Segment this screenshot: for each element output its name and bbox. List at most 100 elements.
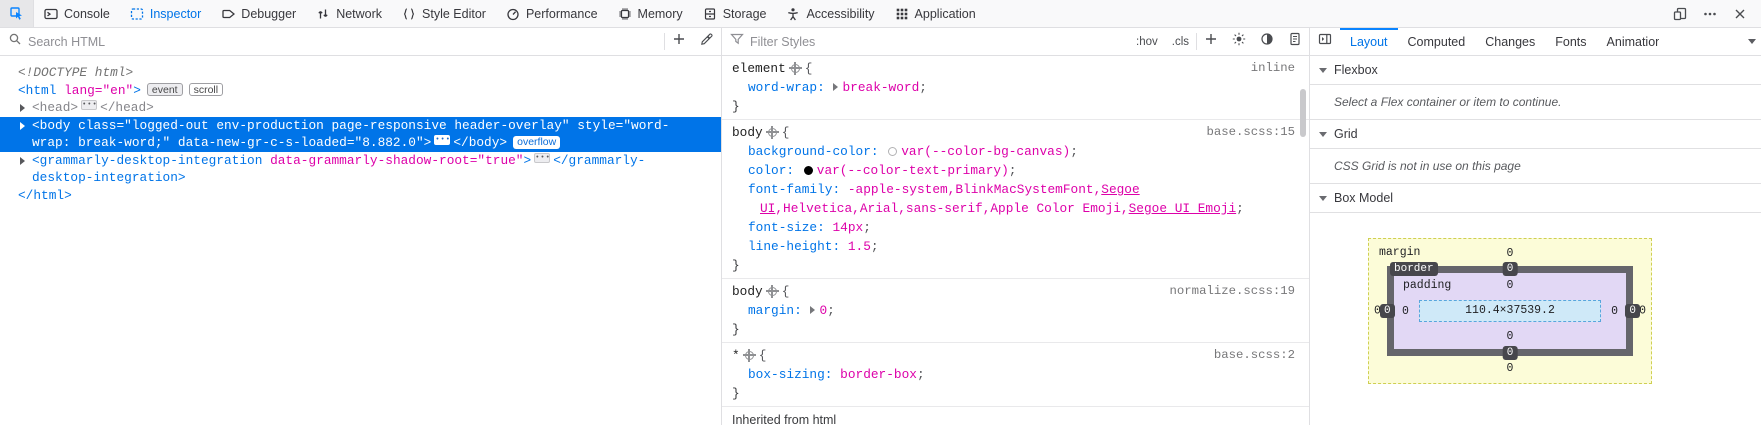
sidebar-tab-fonts[interactable]: Fonts [1555,34,1587,49]
tab-style-editor[interactable]: Style Editor [392,0,496,27]
tab-application[interactable]: Application [885,0,986,27]
box-model-border-layer[interactable]: border 0 0 0 0 padding 0 0 110.4×37539.2… [1380,262,1640,360]
flexbox-section-title: Flexbox [1334,63,1378,77]
sidebar-tab-computed[interactable]: Computed [1407,34,1466,49]
expand-twisty-icon[interactable] [20,156,25,165]
responsive-design-button[interactable] [1667,2,1693,26]
markup-node[interactable]: </html> [0,187,721,205]
markup-node[interactable]: <grammarly-desktop-integration data-gram… [0,152,721,187]
property-value: 1.5 [847,239,871,254]
collapsed-children-ellipsis[interactable]: ••• [434,135,451,145]
margin-bottom-value[interactable]: 0 [1506,362,1514,375]
rule-source-link[interactable]: normalize.scss:19 [1169,284,1295,298]
eyedropper-button[interactable] [693,28,721,55]
rule-selector[interactable]: * [732,348,740,363]
tab-console[interactable]: Console [34,0,120,27]
tab-network[interactable]: Network [306,0,392,27]
selector-highlighter-icon[interactable] [765,126,779,139]
class-toggle[interactable]: .cls [1171,35,1189,48]
badge-overflow[interactable]: overflow [513,136,561,149]
box-model-content[interactable]: 110.4×37539.2 [1418,300,1602,322]
css-declaration[interactable]: box-sizing: border-box; [722,365,1309,384]
tab-accessibility[interactable]: Accessibility [776,0,884,27]
css-declaration[interactable]: margin: 0; [722,301,1309,320]
print-simulation-button[interactable] [1281,28,1309,55]
color-swatch[interactable] [888,147,898,156]
filter-styles-input[interactable] [750,34,1129,49]
rules-scrollbar[interactable] [1300,89,1306,137]
sidebar-tab-layout[interactable]: Layout [1340,28,1398,55]
sidebar-tab-animations[interactable]: Animations [1606,34,1659,49]
element-picker-icon [9,6,24,21]
box-model-section-header[interactable]: Box Model [1310,184,1761,213]
border-top-value[interactable]: 0 [1502,262,1518,276]
border-left-value[interactable]: 0 [1380,304,1395,318]
box-model-section-title: Box Model [1334,191,1394,205]
rule-source-link[interactable]: base.scss:2 [1213,348,1295,362]
tab-debugger[interactable]: Debugger [211,0,306,27]
box-model-diagram: margin 0 0 0 border 0 0 0 0 padding 0 [1310,213,1761,384]
tab-storage[interactable]: Storage [693,0,777,27]
light-mode-button[interactable] [1225,28,1253,55]
storage-icon [703,7,717,21]
markup-panel: <!DOCTYPE html><html lang="en">eventscro… [0,28,722,425]
all-tabs-chevron-icon[interactable] [1748,39,1756,44]
pseudo-class-toggle[interactable]: :hov [1136,35,1158,48]
badge-scroll[interactable]: scroll [188,82,224,96]
selector-highlighter-icon[interactable] [765,285,779,298]
border-right-value[interactable]: 0 [1625,304,1640,318]
color-swatch[interactable] [803,166,813,175]
padding-bottom-value[interactable]: 0 [1506,330,1514,343]
badge-event[interactable]: event [146,82,183,96]
margin-left-value[interactable]: 0 [1374,304,1381,318]
meatball-menu-button[interactable] [1697,2,1723,26]
rule-selector[interactable]: body [732,284,763,299]
rule-source-link[interactable]: base.scss:15 [1206,125,1295,139]
margin-right-value[interactable]: 0 [1639,304,1646,318]
collapsed-children-ellipsis[interactable]: ••• [81,100,98,110]
rule-selector[interactable]: body [732,125,763,140]
flexbox-section-header[interactable]: Flexbox [1310,56,1761,85]
css-declaration[interactable]: background-color: var(--color-bg-canvas)… [722,142,1309,161]
tab-inspector[interactable]: Inspector [120,0,211,27]
padding-right-value[interactable]: 0 [1611,304,1618,318]
markup-node-selected[interactable]: <body class="logged-out env-production p… [0,116,721,152]
selector-highlighter-icon[interactable] [742,349,756,362]
tab-performance[interactable]: Performance [496,0,608,27]
border-bottom-value[interactable]: 0 [1502,346,1518,360]
computed-expander-icon[interactable] [833,83,839,91]
close-button[interactable] [1727,2,1753,26]
markup-node[interactable]: <head>•••</head> [0,99,721,117]
property-name: box-sizing: [748,367,841,382]
computed-expander-icon[interactable] [810,306,816,314]
rule-source-link[interactable]: inline [1250,61,1295,75]
element-picker-button[interactable] [0,0,34,27]
sidebar-toggle-button[interactable] [1310,28,1340,55]
toolbar-separator [664,33,665,50]
sidebar-tab-changes[interactable]: Changes [1485,34,1536,49]
add-rule-button[interactable] [1197,28,1225,55]
dark-mode-button[interactable] [1253,28,1281,55]
tab-memory[interactable]: Memory [608,0,693,27]
css-declaration[interactable]: line-height: 1.5; [722,237,1309,256]
css-declaration[interactable]: color: var(--color-text-primary); [722,161,1309,180]
padding-left-value[interactable]: 0 [1402,304,1409,318]
expand-twisty-icon[interactable] [20,121,25,130]
css-declaration[interactable]: font-family: -apple-system,BlinkMacSyste… [722,180,1309,218]
search-input[interactable] [28,34,664,49]
grid-section-header[interactable]: Grid [1310,120,1761,149]
selector-highlighter-icon[interactable] [788,62,802,75]
margin-top-value[interactable]: 0 [1506,247,1514,260]
box-model-margin-layer[interactable]: margin 0 0 0 border 0 0 0 0 padding 0 [1368,238,1652,384]
toolbar-separator [1196,33,1197,50]
padding-top-value[interactable]: 0 [1506,279,1514,292]
rule-selector[interactable]: element [732,61,786,76]
expand-twisty-icon[interactable] [20,104,25,112]
css-declaration[interactable]: font-size: 14px; [722,218,1309,237]
markup-node[interactable]: <!DOCTYPE html> [0,64,721,82]
collapsed-children-ellipsis[interactable]: ••• [534,152,551,163]
add-node-button[interactable] [665,28,693,55]
add-rule-icon [1204,32,1218,51]
css-declaration[interactable]: word-wrap: break-word; [722,78,1309,97]
